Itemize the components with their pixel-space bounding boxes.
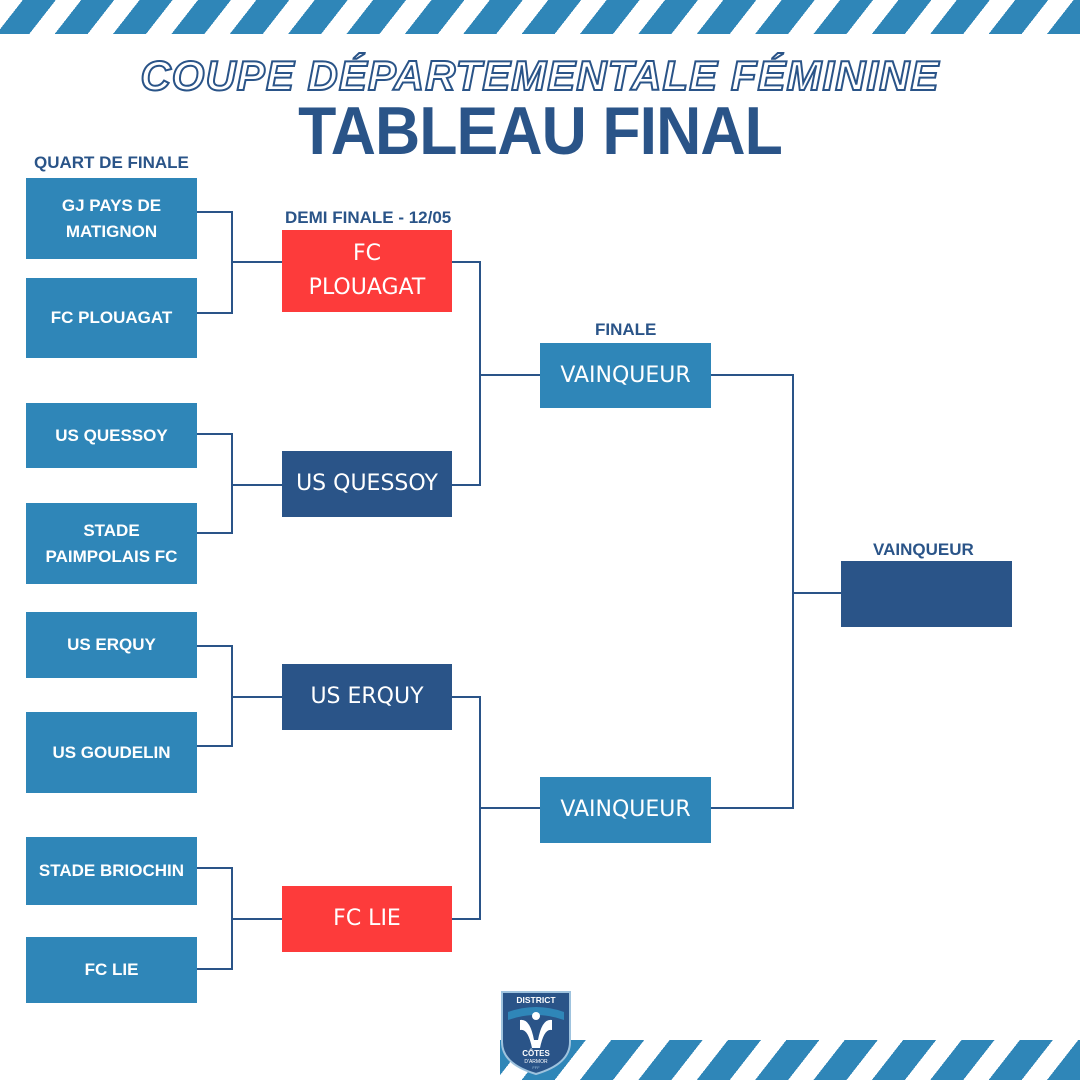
top-stripe-decoration <box>0 0 1080 34</box>
semi-final-team: FC PLOUAGAT <box>282 230 452 312</box>
svg-text:DISTRICT: DISTRICT <box>516 995 556 1005</box>
quarter-final-team: GJ PAYS DE MATIGNON <box>26 178 197 259</box>
svg-text:FFF: FFF <box>532 1065 540 1070</box>
quarter-final-team: US ERQUY <box>26 612 197 678</box>
quarter-final-team: STADE PAIMPOLAIS FC <box>26 503 197 584</box>
final-team: VAINQUEUR <box>540 343 711 408</box>
quarter-final-team: US GOUDELIN <box>26 712 197 793</box>
quarter-final-team: FC LIE <box>26 937 197 1003</box>
quarter-final-label: QUART DE FINALE <box>34 153 189 172</box>
semi-final-label: DEMI FINALE - 12/05 <box>285 208 452 227</box>
winner-label: VAINQUEUR <box>873 540 974 559</box>
svg-text:CÔTES: CÔTES <box>522 1049 550 1058</box>
competition-subtitle: COUPE DÉPARTEMENTALE FÉMININE <box>139 51 940 100</box>
semi-final-team: US ERQUY <box>282 664 452 730</box>
final-label: FINALE <box>595 320 657 339</box>
final-team: VAINQUEUR <box>540 777 711 843</box>
semi-final-team: US QUESSOY <box>282 451 452 517</box>
quarter-final-team: FC PLOUAGAT <box>26 278 197 358</box>
winner-box <box>841 561 1012 627</box>
page-title: TABLEAU FINAL <box>298 93 783 169</box>
bottom-stripe-decoration <box>500 1040 1080 1080</box>
svg-text:D'ARMOR: D'ARMOR <box>524 1059 548 1065</box>
semi-final-team: FC LIE <box>282 886 452 952</box>
quarter-final-team: STADE BRIOCHIN <box>26 837 197 905</box>
quarter-final-team: US QUESSOY <box>26 403 197 468</box>
district-logo: DISTRICT CÔTES D'ARMOR FFF <box>501 991 571 1076</box>
